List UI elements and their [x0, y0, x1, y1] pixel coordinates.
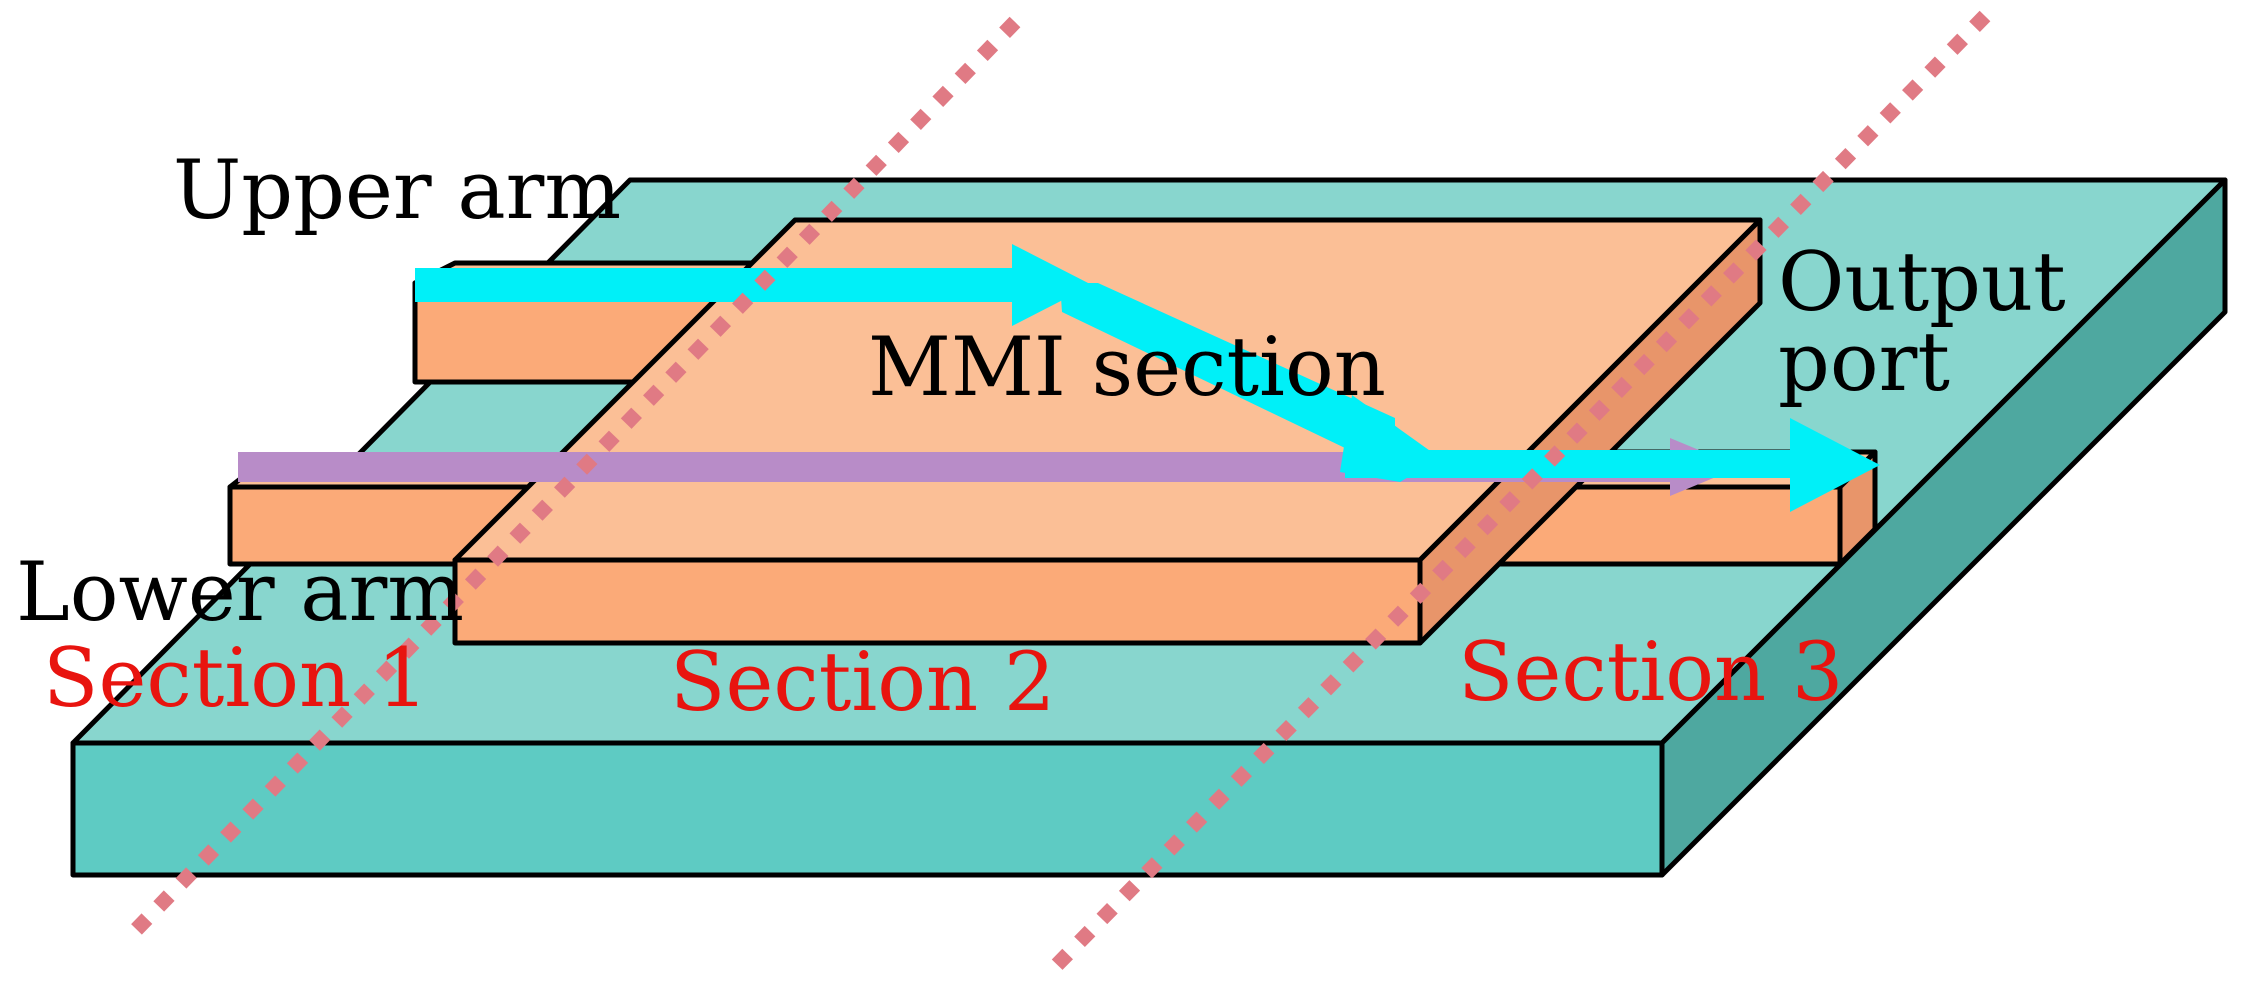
upper-arm-beam [415, 244, 1880, 512]
upper-arm-label: Upper arm [173, 144, 621, 238]
divider-line-1 [127, 16, 1021, 939]
section-3-label: Section 3 [1458, 626, 1843, 720]
section-dividers [127, 10, 1991, 978]
lower-arm-label: Lower arm [16, 546, 464, 640]
substrate-front [70, 740, 1665, 878]
mmi-section-label: MMI section [868, 321, 1386, 415]
section-2-label: Section 2 [670, 636, 1055, 730]
mmi-slab-front [452, 557, 1423, 646]
output-port-label-line2: port [1778, 316, 1950, 410]
output-port-label-line1: Output [1778, 236, 2066, 330]
substrate-side [1659, 177, 2228, 878]
section-1-label: Section 1 [43, 632, 428, 726]
mmi-slab-side [1417, 217, 1763, 646]
